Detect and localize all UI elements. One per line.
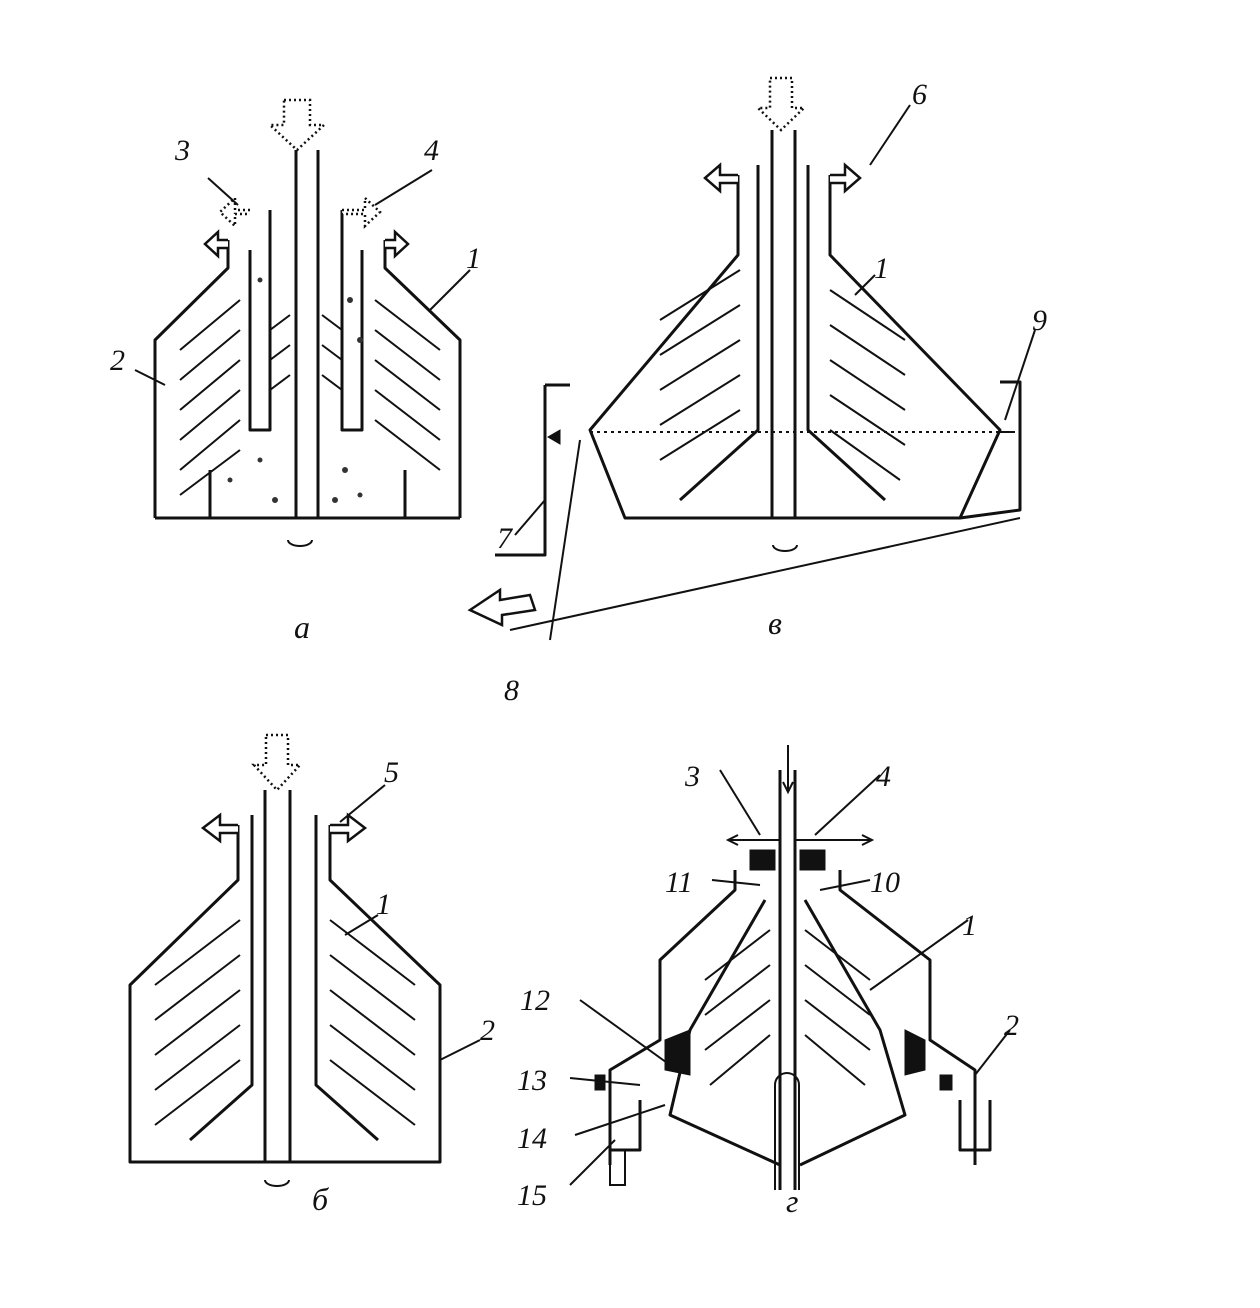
leader-10 <box>819 879 871 891</box>
leader-13 <box>569 1077 641 1086</box>
clamp <box>594 1074 953 1091</box>
label-9: 9 <box>1032 304 1047 337</box>
bowl-outline <box>128 825 442 1164</box>
drain-lines <box>509 439 1021 641</box>
bowl-outline <box>668 899 907 1167</box>
outlet-arrow-left-icon <box>200 812 238 844</box>
collector-housing <box>495 380 1022 557</box>
feed-arrow-icon <box>754 76 808 132</box>
outlet-arrow-left-icon <box>703 162 738 194</box>
label-1: 1 <box>874 252 889 285</box>
leader-6 <box>869 104 911 166</box>
leader-12 <box>579 999 671 1066</box>
disc-stack-left <box>154 919 241 1126</box>
discharge-arrow-icon <box>547 429 561 445</box>
leader-5 <box>339 784 386 823</box>
leader-4 <box>374 169 433 206</box>
label-14: 14 <box>517 1122 547 1155</box>
leader-2 <box>439 1039 481 1061</box>
leader-1 <box>429 269 471 311</box>
outlet-arrow-left-icon <box>203 229 228 259</box>
leader-11 <box>711 879 761 886</box>
leader-4 <box>814 774 881 836</box>
label-2: 2 <box>480 1014 495 1047</box>
inner-channel <box>678 165 887 502</box>
sealing-ring <box>664 1029 926 1076</box>
outlet-arrow-3-icon <box>218 195 250 229</box>
figure-a-separator: 3 4 1 2 а <box>110 98 481 645</box>
disc-stack-right <box>321 299 441 471</box>
label-1: 1 <box>376 888 391 921</box>
disc-stack-right <box>329 919 416 1126</box>
pressure-disc <box>749 849 826 871</box>
label-1: 1 <box>466 242 481 275</box>
outlet-arrow-5-icon <box>330 812 368 844</box>
leader-1 <box>869 919 969 991</box>
rotation-icon <box>287 539 313 547</box>
outlet-arrow-right-icon <box>385 229 410 259</box>
figure-g-separator: 3 4 11 10 1 12 2 13 14 15 г <box>517 745 1019 1219</box>
label-7: 7 <box>497 522 514 555</box>
label-8: 8 <box>504 674 519 707</box>
label-3: 3 <box>684 760 700 793</box>
label-11: 11 <box>665 866 693 899</box>
leader-7 <box>514 499 546 536</box>
figure-v-separator: 6 1 9 7 8 в <box>467 76 1047 707</box>
leader-9 <box>1004 329 1036 421</box>
feed-tube <box>770 130 797 518</box>
label-10: 10 <box>870 866 900 899</box>
outlet-arrow-4-icon <box>795 834 875 846</box>
leader-14 <box>574 1104 666 1136</box>
caption-a: а <box>294 609 310 645</box>
outlet-arrow-3-icon <box>725 834 780 846</box>
figure-b-separator: 5 1 2 б <box>128 733 495 1217</box>
disc-stack-right <box>829 289 906 481</box>
bottom-ribs <box>208 470 407 518</box>
leader-3 <box>207 177 239 206</box>
caption-g: г <box>786 1183 798 1219</box>
label-6: 6 <box>912 78 927 111</box>
leader-1 <box>854 274 876 296</box>
outlet-arrow-4-icon <box>342 195 382 229</box>
inner-channel <box>189 815 379 1142</box>
label-15: 15 <box>517 1179 547 1212</box>
leader-2 <box>134 369 166 386</box>
leader-1 <box>344 914 379 936</box>
bowl-outline <box>153 240 462 520</box>
drain-outlet-arrow-icon <box>467 587 537 627</box>
label-4: 4 <box>876 760 891 793</box>
caption-v: в <box>768 605 782 641</box>
bowl-outline <box>588 175 1002 520</box>
leader-2 <box>974 1029 1011 1076</box>
sediment-dots <box>227 277 363 503</box>
label-2: 2 <box>110 344 125 377</box>
feed-arrow-icon <box>782 745 794 795</box>
leader-15 <box>569 1139 616 1186</box>
label-4: 4 <box>424 134 439 167</box>
caption-b: б <box>312 1181 329 1217</box>
label-1: 1 <box>962 909 977 942</box>
feed-arrow-icon <box>266 98 328 152</box>
feed-tube <box>778 770 797 1190</box>
label-2: 2 <box>1004 1009 1019 1042</box>
rotation-icon <box>264 1179 290 1187</box>
spindle <box>774 1072 800 1190</box>
disc-stack-left <box>659 269 741 461</box>
outlet-pipe <box>609 1150 626 1186</box>
label-5: 5 <box>384 756 399 789</box>
housing-outline <box>608 870 977 1165</box>
feed-tube <box>263 790 292 1162</box>
label-12: 12 <box>520 984 550 1017</box>
disc-stack-right <box>804 929 871 1086</box>
inner-channel <box>248 210 364 432</box>
disc-stack-left <box>704 929 771 1086</box>
feed-tube <box>294 150 320 518</box>
rotation-icon <box>772 544 798 552</box>
label-13: 13 <box>517 1064 547 1097</box>
disc-stack-left <box>179 299 291 496</box>
outlet-arrow-6-icon <box>830 162 862 194</box>
label-3: 3 <box>174 134 190 167</box>
feed-arrow-icon <box>251 733 303 792</box>
leader-3 <box>719 769 761 836</box>
